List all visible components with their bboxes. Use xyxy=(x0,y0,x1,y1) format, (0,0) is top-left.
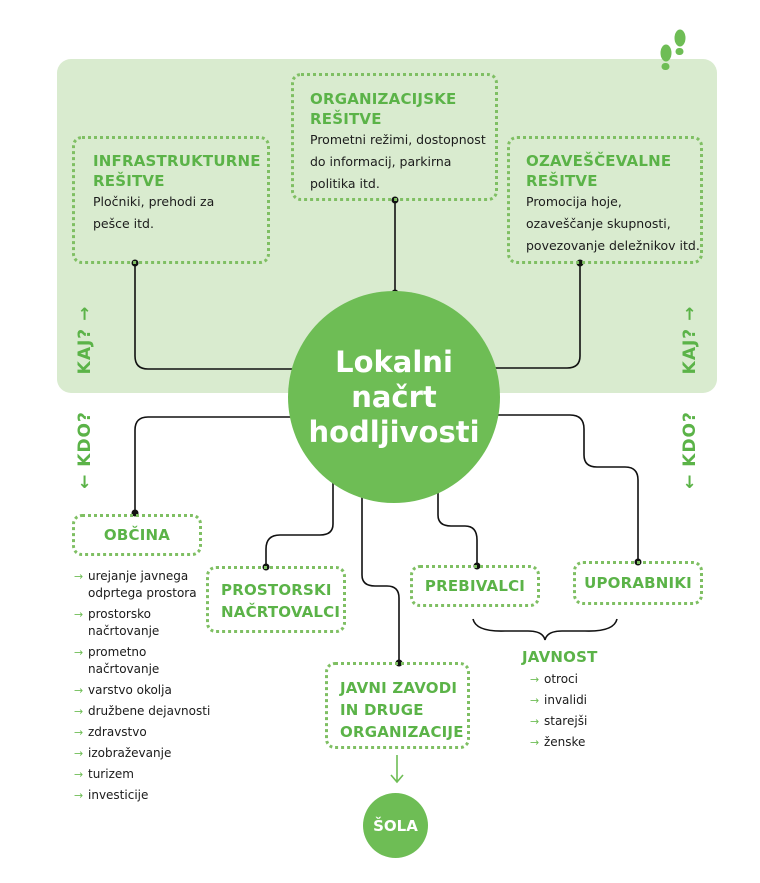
connector-ozavescevalne xyxy=(489,263,581,369)
list-item: →izobraževanje xyxy=(74,746,172,760)
connector-infrastrukturne xyxy=(134,263,300,370)
connector-obcina xyxy=(134,416,300,513)
actor-title: UPORABNIKI xyxy=(584,574,692,592)
arrow-right-icon: → xyxy=(74,608,84,621)
arrow-down-to-sola xyxy=(390,755,404,784)
connector-prostorski xyxy=(265,474,334,567)
actor-title: PROSTORSKI NAČRTOVALCI xyxy=(221,581,341,621)
solution-description: Promocija hoje, ozaveščanje skupnosti, p… xyxy=(526,194,700,253)
actor-prebivalci: PREBIVALCI xyxy=(410,565,540,607)
connector-javni-zavodi xyxy=(361,488,400,663)
obcina-list: →urejanje javnega odprtega prostora →pro… xyxy=(74,568,214,808)
actor-title: JAVNI ZAVODI IN DRUGE ORGANIZACIJE xyxy=(340,679,464,741)
solution-description: Pločniki, prehodi za pešce itd. xyxy=(93,194,215,231)
list-item: →prometno načrtovanje xyxy=(74,645,160,676)
hub-circle: Lokalni načrt hodljivosti xyxy=(288,291,500,503)
solution-title: INFRASTRUKTURNE REŠITVE xyxy=(93,152,261,190)
list-item: →varstvo okolja xyxy=(74,683,172,697)
kdo-label-right: ← KDO? xyxy=(680,411,700,489)
arrow-right-icon: → xyxy=(74,646,84,659)
list-item: →družbene dejavnosti xyxy=(74,704,211,718)
actor-obcina: OBČINA xyxy=(72,514,202,556)
javnost-title: JAVNOST xyxy=(522,648,598,666)
arrow-right-icon: → xyxy=(530,736,540,749)
sola-label: ŠOLA xyxy=(373,816,418,835)
list-item: →invalidi xyxy=(530,693,588,707)
list-item: →urejanje javnega odprtega prostora xyxy=(74,569,197,600)
arrow-right-icon: → xyxy=(74,726,84,739)
arrow-right-icon: → xyxy=(74,570,84,583)
javnost-brace xyxy=(472,618,618,641)
list-item: →turizem xyxy=(74,767,134,781)
solution-title: OZAVEŠČEVALNE REŠITVE xyxy=(526,152,672,190)
actor-title: PREBIVALCI xyxy=(424,577,526,595)
solution-title: ORGANIZACIJSKE REŠITVE xyxy=(310,90,457,128)
arrow-right-icon: → xyxy=(74,705,84,718)
hub-label: Lokalni načrt hodljivosti xyxy=(308,344,480,449)
solution-infrastrukturne: INFRASTRUKTURNE REŠITVE Pločniki, prehod… xyxy=(72,136,270,264)
list-item: →otroci xyxy=(530,672,578,686)
footprints-icon xyxy=(660,29,686,70)
actor-uporabniki: UPORABNIKI xyxy=(573,561,703,605)
connector-prebivalci xyxy=(437,485,478,566)
list-item: →prostorsko načrtovanje xyxy=(74,607,160,638)
arrow-right-icon: → xyxy=(74,684,84,697)
actor-title: OBČINA xyxy=(103,526,171,544)
connector-uporabniki xyxy=(490,414,639,562)
arrow-right-icon: → xyxy=(530,694,540,707)
list-item: →starejši xyxy=(530,714,588,728)
actor-javni-zavodi: JAVNI ZAVODI IN DRUGE ORGANIZACIJE xyxy=(325,662,470,749)
arrow-right-icon: → xyxy=(530,673,540,686)
list-item: →zdravstvo xyxy=(74,725,147,739)
list-item: →investicije xyxy=(74,788,149,802)
kaj-label-right: KAJ? → xyxy=(680,305,700,375)
arrow-right-icon: → xyxy=(530,715,540,728)
sola-circle: ŠOLA xyxy=(363,793,428,858)
actor-prostorski-nacrtovalci: PROSTORSKI NAČRTOVALCI xyxy=(206,566,346,633)
solution-organizacijske: ORGANIZACIJSKE REŠITVE Prometni režimi, … xyxy=(291,73,498,201)
kaj-label-left: KAJ? → xyxy=(75,305,95,375)
solution-ozavescevalne: OZAVEŠČEVALNE REŠITVE Promocija hoje, oz… xyxy=(507,136,703,264)
arrow-right-icon: → xyxy=(74,747,84,760)
arrow-right-icon: → xyxy=(74,789,84,802)
javnost-list: →otroci →invalidi →starejši →ženske xyxy=(530,671,620,755)
kdo-label-left: ← KDO? xyxy=(75,411,95,489)
arrow-right-icon: → xyxy=(74,768,84,781)
solution-description: Prometni režimi, dostopnost do informaci… xyxy=(310,132,486,191)
list-item: →ženske xyxy=(530,735,586,749)
